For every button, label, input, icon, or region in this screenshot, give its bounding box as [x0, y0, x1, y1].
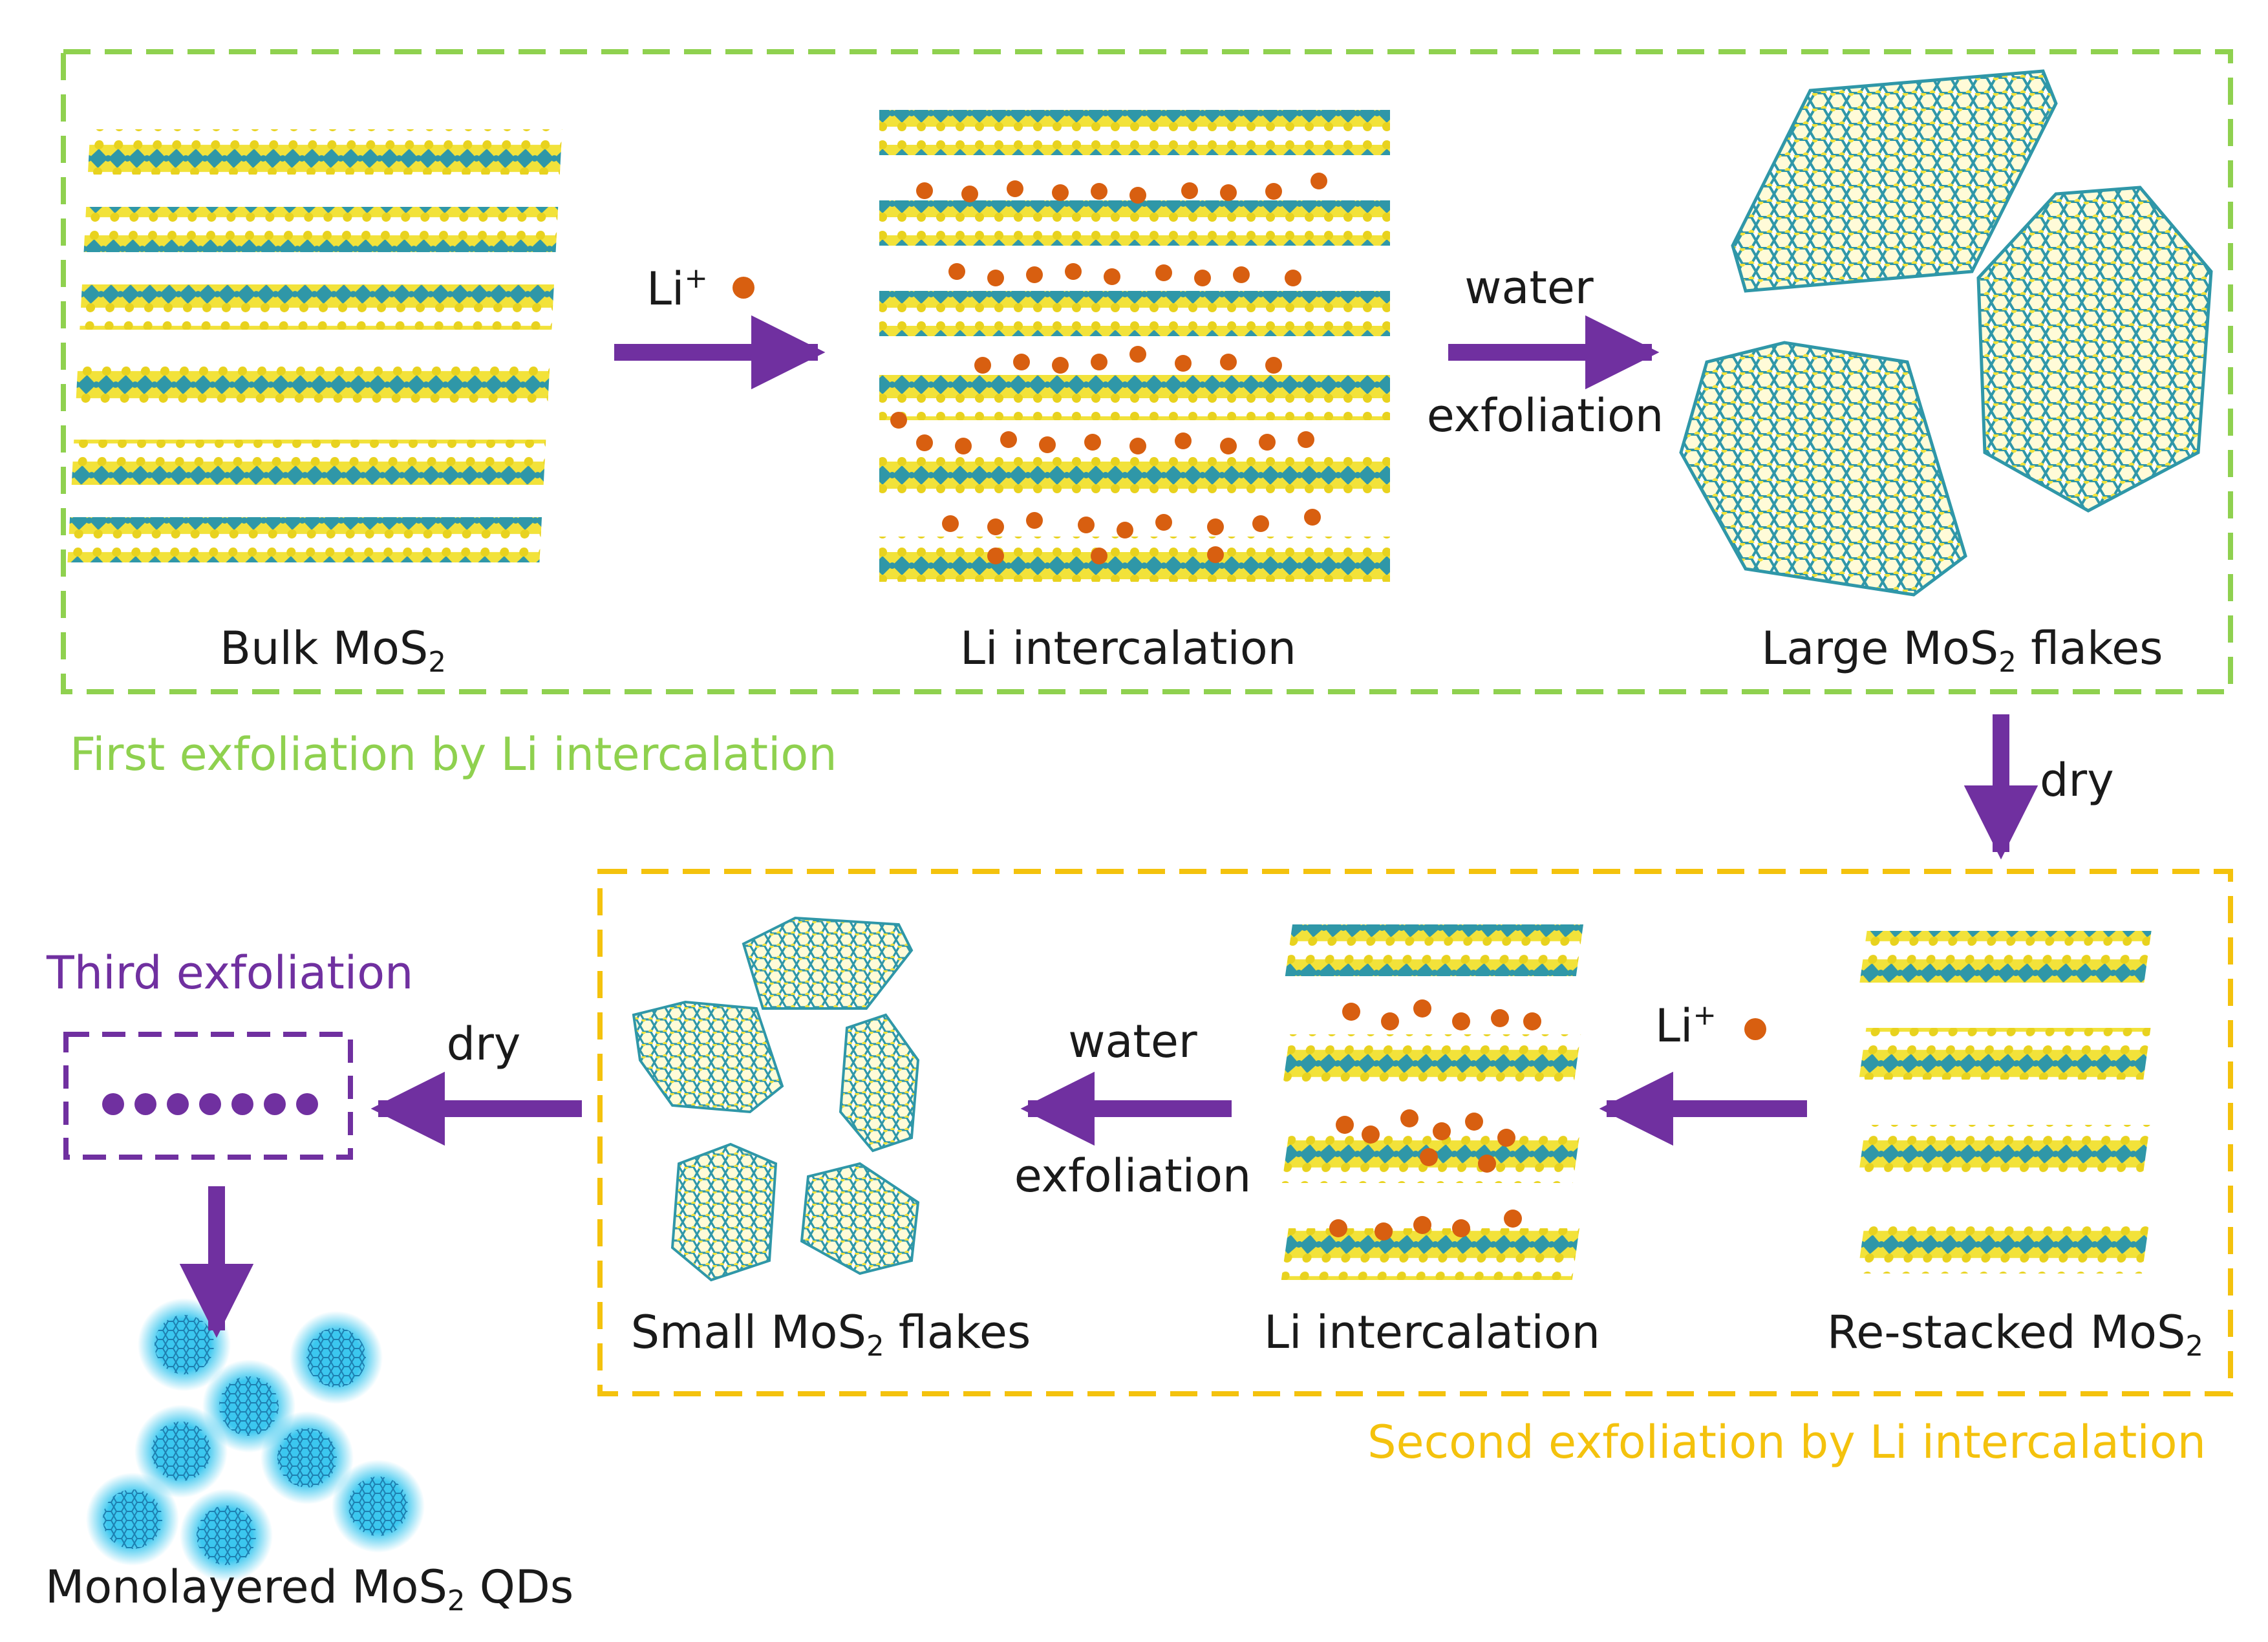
li-intercalation-bottom-label: Li intercalation	[1263, 1306, 1601, 1359]
mos2-layer	[879, 375, 1390, 420]
mos2-layer	[1281, 1228, 1579, 1280]
mos2-layer	[1857, 1222, 2150, 1274]
restacked-mos2-stack	[1857, 931, 2152, 1274]
mos2-layer	[1859, 931, 2152, 983]
mos2-layer	[80, 284, 554, 330]
third-exfoliation-label: Third exfoliation	[47, 946, 414, 999]
mos2-layer	[879, 200, 1390, 246]
mos2-layer	[1858, 1125, 2150, 1177]
restacked-label: Re-stacked MoS2	[1826, 1306, 2203, 1363]
process-arrows	[179, 315, 2038, 1338]
arrow-dry-right-label: dry	[2040, 754, 2114, 807]
arrow-water-bottom-label: water	[1068, 1015, 1197, 1068]
mos2-layer	[71, 440, 546, 485]
mos2-quantum-dots	[86, 1298, 425, 1582]
small-flakes-label: Small MoS2 flakes	[630, 1306, 1031, 1363]
mos2-layer	[67, 517, 542, 562]
quantum-dot	[290, 1311, 383, 1404]
third-exfoliation-box	[63, 1032, 353, 1160]
quantum-dot	[86, 1473, 179, 1566]
li-atoms	[1329, 999, 1541, 1241]
arrow-li-top-label: Li+	[647, 262, 708, 316]
li-intercalation-top-label: Li intercalation	[959, 622, 1297, 675]
large-flakes-label: Large MoS2 flakes	[1761, 622, 2163, 679]
quantum-dot	[180, 1489, 273, 1582]
mos2-layer	[879, 453, 1390, 498]
arrow-exfoliation-top-label: exfoliation	[1426, 389, 1664, 442]
li-intercalated-stack-bottom	[1281, 924, 1584, 1280]
mos2-layer	[879, 537, 1390, 582]
quantum-dot	[134, 1405, 228, 1498]
arrow-water-top-label: water	[1464, 261, 1594, 314]
quantum-dot	[261, 1411, 354, 1504]
first-exfoliation-label: First exfoliation by Li intercalation	[70, 728, 837, 781]
mos2-layer	[83, 207, 559, 252]
mos2-flake	[1679, 341, 1967, 597]
mos2-flake	[839, 1013, 920, 1153]
mos2-flake	[1976, 186, 2213, 513]
mos2-layer	[75, 362, 550, 407]
mos2-flake	[1731, 69, 2058, 293]
li-atom-icon	[1744, 1018, 1766, 1040]
qds-label: Monolayered MoS2 QDs	[45, 1561, 574, 1618]
arrow-li-bottom-label: Li+	[1655, 999, 1717, 1053]
bulk-mos2-stack	[67, 129, 562, 562]
quantum-dot	[332, 1460, 425, 1553]
mos2-flake	[800, 1162, 920, 1275]
li-intercalated-stack-top	[879, 110, 1390, 582]
large-mos2-flakes	[1679, 69, 2213, 597]
first-exfoliation-box	[61, 49, 2233, 694]
third-exfoliation-dots	[102, 1093, 318, 1115]
bulk-mos2-label: Bulk MoS2	[220, 622, 446, 679]
arrow-dry-left-label: dry	[446, 1018, 521, 1071]
small-mos2-flakes	[632, 916, 920, 1282]
li-atom-icon	[733, 277, 754, 299]
mos2-layer	[1859, 1028, 2151, 1080]
mos2-flake	[670, 1142, 778, 1282]
mos2-flake	[742, 916, 914, 1010]
arrow-exfoliation-bottom-label: exfoliation	[1014, 1149, 1252, 1202]
mos2-layer	[1285, 924, 1584, 976]
mos2-layer	[879, 291, 1390, 336]
second-exfoliation-label: Second exfoliation by Li intercalation	[1367, 1416, 2206, 1469]
li-atoms	[890, 173, 1327, 564]
mos2-flake	[632, 1000, 784, 1114]
mos2-layer	[87, 129, 562, 175]
mos2-layer	[879, 110, 1390, 155]
mos2-layer	[1282, 1034, 1581, 1086]
